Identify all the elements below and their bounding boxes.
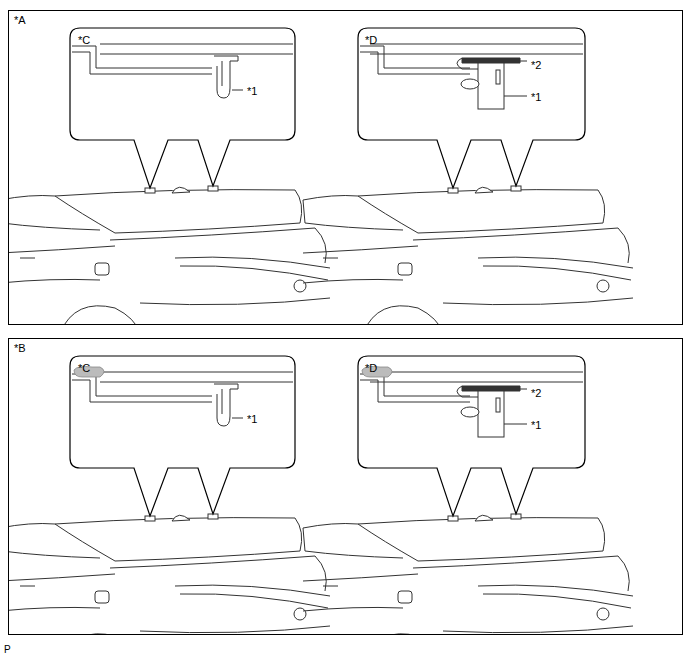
figure-panel: *A *C *1 *D *2 *1	[8, 10, 683, 325]
detail-callout: *C *1	[71, 29, 296, 141]
callout-number: *2	[531, 387, 541, 400]
detail-callout: *D *2 *1	[359, 29, 586, 141]
panel-label: *A	[14, 14, 26, 27]
page-mark: P	[4, 643, 11, 656]
panel-label: *B	[14, 342, 26, 355]
detail-callout: *C *1	[71, 357, 296, 469]
callout-number: *2	[531, 59, 541, 72]
callout-number: *1	[531, 419, 541, 432]
figure-panel: *B *C *1 *D *2 *1	[8, 338, 683, 635]
callout-number: *1	[247, 413, 257, 426]
view-label: *C	[78, 362, 90, 375]
view-label: *D	[365, 362, 377, 375]
view-label: *C	[78, 34, 90, 47]
callout-number: *1	[247, 85, 257, 98]
detail-callout: *D *2 *1	[359, 357, 586, 469]
view-label: *D	[365, 34, 377, 47]
callout-number: *1	[531, 91, 541, 104]
